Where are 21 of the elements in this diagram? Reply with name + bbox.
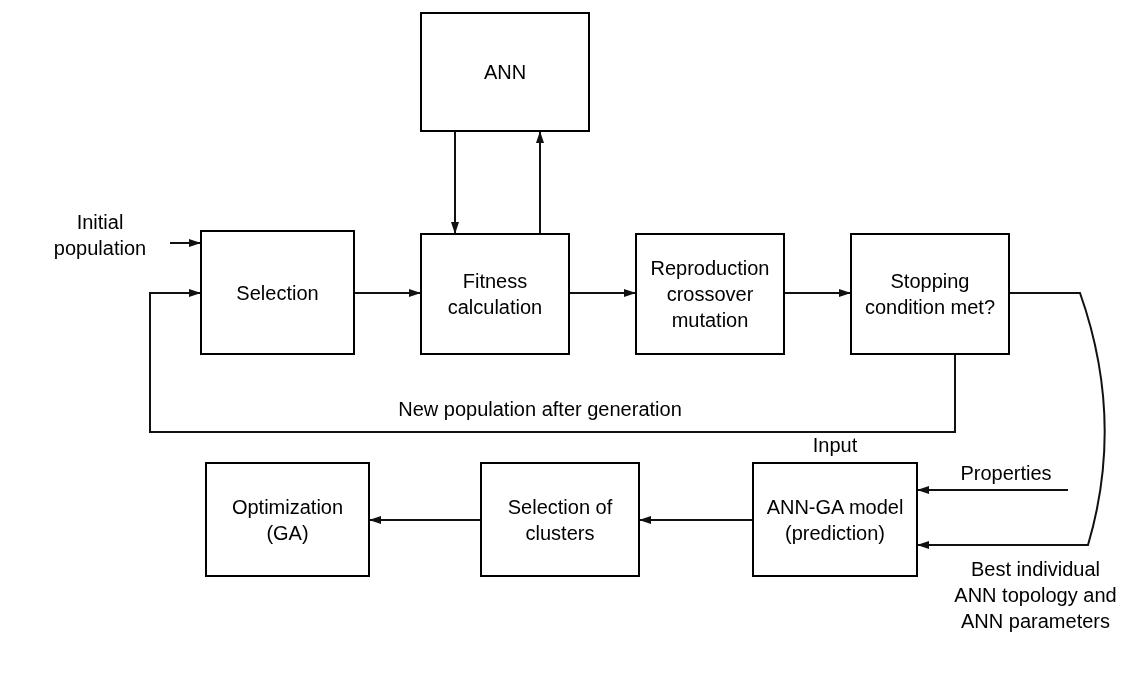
process-box: Reproduction crossover mutation xyxy=(635,233,785,355)
arrow xyxy=(917,486,1069,494)
arrow xyxy=(354,289,421,297)
process-box: ANN xyxy=(420,12,590,132)
arrow xyxy=(569,289,636,297)
process-box: Fitness calculation xyxy=(420,233,570,355)
process-box: Optimization (GA) xyxy=(205,462,370,577)
process-box: Selection of clusters xyxy=(480,462,640,577)
text-label: Properties xyxy=(940,456,1072,490)
arrow xyxy=(149,289,956,433)
arrow xyxy=(917,292,1106,549)
process-box: Stopping condition met? xyxy=(850,233,1010,355)
arrow xyxy=(451,131,459,234)
process-box: Selection xyxy=(200,230,355,355)
arrow xyxy=(639,516,753,524)
arrow xyxy=(369,516,481,524)
arrow xyxy=(784,289,851,297)
arrow xyxy=(169,239,201,247)
text-label: Initial population xyxy=(30,203,170,267)
arrow xyxy=(536,131,544,234)
box-heading: Input xyxy=(811,433,859,458)
